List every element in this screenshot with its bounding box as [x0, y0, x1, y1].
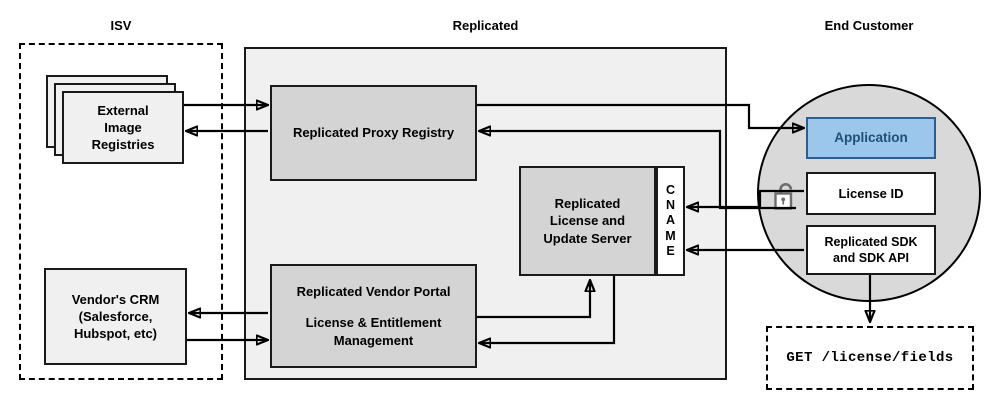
cname-letter-n: N	[665, 197, 676, 212]
unlock-icon	[770, 180, 800, 214]
section-title-end-customer: End Customer	[824, 18, 914, 33]
replicated-proxy-registry-box[interactable]: Replicated Proxy Registry	[270, 85, 477, 181]
vendor-portal-title: Replicated Vendor Portal	[296, 284, 451, 300]
cname-letter-c: C	[665, 182, 676, 197]
license-id-box[interactable]: License ID	[806, 172, 936, 215]
cname-letter-a: A	[665, 213, 676, 228]
section-title-isv: ISV	[110, 18, 132, 33]
cname-letter-e: E	[666, 244, 675, 259]
replicated-license-update-server-box[interactable]: Replicated License and Update Server	[519, 166, 656, 276]
cname-box[interactable]: C N A M E	[656, 166, 685, 276]
vendor-portal-subtitle: License & Entitlement Management	[306, 314, 442, 348]
vendor-crm-box[interactable]: Vendor's CRM (Salesforce, Hubspot, etc)	[44, 268, 187, 365]
section-title-replicated: Replicated	[452, 18, 519, 33]
replicated-vendor-portal-box[interactable]: Replicated Vendor Portal License & Entit…	[270, 264, 477, 368]
cname-letter-m: M	[665, 228, 676, 243]
vendor-portal-subtitle-line2: Management	[333, 332, 414, 348]
vendor-portal-subtitle-line1: License & Entitlement	[305, 315, 442, 331]
application-box[interactable]: Application	[806, 117, 936, 159]
external-image-registries-box[interactable]: External Image Registries	[62, 91, 184, 164]
replicated-sdk-box[interactable]: Replicated SDK and SDK API	[806, 225, 936, 275]
api-call-note: GET /license/fields	[766, 326, 974, 390]
isv-boundary	[19, 43, 223, 380]
